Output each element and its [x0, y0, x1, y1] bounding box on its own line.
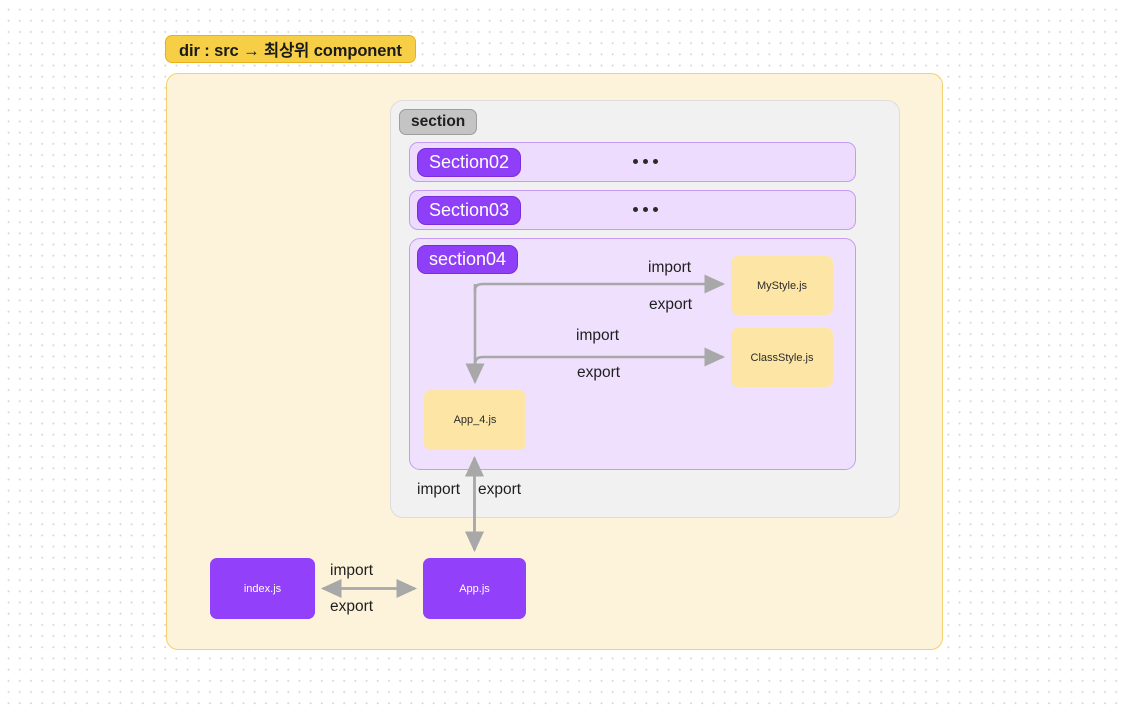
section03-chip[interactable]: Section03	[417, 196, 522, 225]
file-label-app: App.js	[459, 582, 490, 595]
file-label-classstyle: ClassStyle.js	[750, 351, 814, 364]
section02-ellipsis-icon	[633, 159, 658, 164]
section-label-text: section	[411, 113, 466, 130]
file-label-app4: App_4.js	[453, 414, 497, 426]
file-box-app4[interactable]: App_4.js	[424, 390, 526, 450]
edge-label-export-classstyle: export	[577, 364, 621, 381]
file-box-mystyle[interactable]: MyStyle.js	[731, 256, 833, 315]
file-label-mystyle: MyStyle.js	[756, 279, 808, 292]
section02-chip-label: Section02	[429, 152, 510, 172]
edge-label-export-mystyle: export	[649, 296, 693, 313]
section-label-chip: section	[399, 109, 478, 135]
file-box-app[interactable]: App.js	[423, 558, 526, 619]
diagram-title-text: dir : src → 최상위 component	[179, 42, 402, 60]
edge-label-export-index: export	[330, 598, 374, 615]
edge-label-export-app4: export	[478, 481, 522, 498]
edge-label-import-mystyle: import	[648, 259, 692, 276]
diagram-title-chip: dir : src → 최상위 component	[165, 35, 416, 63]
edge-label-import-index: import	[330, 562, 374, 579]
section04-chip-label: section04	[429, 249, 507, 269]
section03-chip-label: Section03	[429, 200, 510, 220]
edge-label-import-app4: import	[417, 481, 461, 498]
file-box-classstyle[interactable]: ClassStyle.js	[731, 328, 833, 387]
section03-ellipsis-icon	[633, 207, 658, 212]
section04-chip[interactable]: section04	[417, 245, 519, 274]
section02-chip[interactable]: Section02	[417, 148, 522, 177]
edge-label-import-classstyle: import	[576, 327, 620, 344]
file-box-index[interactable]: index.js	[210, 558, 315, 619]
file-label-index: index.js	[243, 582, 282, 595]
